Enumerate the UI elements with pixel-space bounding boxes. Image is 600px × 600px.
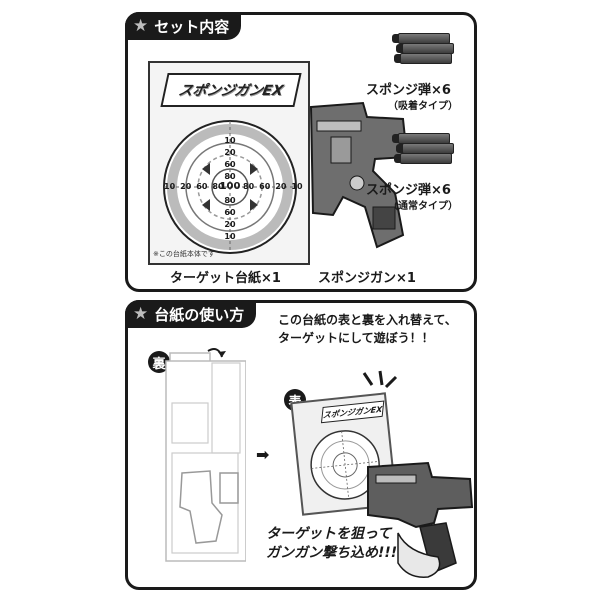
- target-numbers-bottom: 80 60 20 10: [224, 196, 236, 241]
- set-contents-header: ★ セット内容: [125, 12, 242, 40]
- how-to-use-header: ★ 台紙の使い方: [125, 300, 257, 328]
- slogan-text: ターゲットを狙って ガンガン撃ち込め!!!: [266, 526, 398, 561]
- gun-in-hand-illustration: [367, 461, 474, 578]
- target-numbers-right: 80 60 20 10: [243, 182, 303, 191]
- suction-dart-label: スポンジ弾×6: [366, 83, 451, 98]
- impact-lines-icon: [362, 370, 398, 389]
- back-badge: 裏: [148, 351, 170, 373]
- star-icon: ★: [133, 15, 149, 36]
- normal-dart-label: スポンジ弾×6: [366, 183, 451, 198]
- how-to-use-panel: ★ 台紙の使い方 この台紙の表と裏を入れ替えて、 ターゲットにして遊ぼう！！ 裏…: [125, 300, 477, 590]
- sponge-gun-illustration: [309, 101, 409, 249]
- card-front-illustration: スポンジガンEX: [290, 392, 398, 516]
- instruction-text: この台紙の表と裏を入れ替えて、 ターゲットにして遊ぼう！！: [278, 313, 457, 345]
- set-contents-panel: ★ セット内容 スポンジガンEX 10 20 60 80 100 80: [125, 12, 477, 292]
- star-icon: ★: [133, 303, 149, 324]
- card-back-illustration: [165, 348, 246, 562]
- target-rings: [163, 120, 297, 254]
- target-caption: ターゲット台紙×1: [170, 271, 281, 286]
- arrow-right-icon: ➡: [256, 445, 270, 464]
- how-to-use-title: 台紙の使い方: [154, 305, 245, 324]
- set-contents-title: セット内容: [154, 17, 230, 36]
- gun-caption: スポンジガン×1: [318, 271, 416, 286]
- target-numbers-left: 10 20 60 80: [164, 182, 224, 191]
- card-footnote: ※この台紙本体です: [153, 250, 215, 258]
- normal-dart-sub: （通常タイプ）: [388, 201, 458, 212]
- target-card-image: スポンジガンEX 10 20 60 80 100 80 60 20 10: [148, 61, 310, 265]
- suction-dart-sub: （吸着タイプ）: [388, 101, 458, 112]
- target-center-number: 100: [219, 181, 241, 192]
- target-numbers-top: 10 20 60 80: [224, 136, 236, 181]
